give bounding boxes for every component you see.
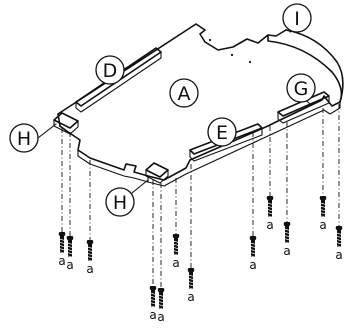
callout-i: I — [282, 3, 312, 33]
screw-label: a — [86, 262, 93, 276]
callout-g: G — [286, 73, 316, 103]
screw-shaft — [88, 244, 92, 261]
screw-head — [172, 234, 180, 238]
callout-e-label: E — [216, 122, 228, 144]
screw-head — [266, 196, 274, 200]
screw-label: a — [157, 310, 164, 324]
callout-h-front: H — [105, 187, 135, 217]
callout-a-label: A — [178, 83, 191, 105]
screw-head — [335, 226, 343, 230]
screw-head — [187, 268, 195, 272]
screw-head — [149, 286, 157, 290]
screw-label: a — [66, 258, 73, 272]
screw-a: a — [86, 240, 94, 276]
screw-shaft — [151, 290, 155, 307]
screw-a: a — [266, 196, 274, 232]
screw-shaft — [268, 200, 272, 217]
screw-a: a — [58, 232, 66, 268]
screw-shaft — [251, 240, 255, 257]
screw-a: a — [283, 222, 291, 258]
screw-label: a — [172, 256, 179, 270]
screw-a: a — [157, 288, 165, 324]
screw-a: a — [319, 196, 327, 232]
callout-a: A — [169, 78, 199, 108]
screw-label: a — [266, 218, 273, 232]
screw-shaft — [285, 226, 289, 243]
rail-d — [75, 47, 162, 113]
screw-label: a — [319, 218, 326, 232]
callout-e: E — [207, 117, 237, 147]
screw-head — [249, 236, 257, 240]
screw-shaft — [189, 272, 193, 289]
screw-shaft — [159, 292, 163, 309]
screw-head — [66, 236, 74, 240]
callout-leaders — [37, 25, 311, 194]
screw-head — [157, 288, 165, 292]
screw-a: a — [187, 268, 195, 304]
screw-head — [319, 196, 327, 200]
screw-a: a — [249, 236, 257, 272]
screw-head — [58, 232, 66, 236]
screw-label: a — [149, 308, 156, 322]
screw-a: a — [335, 226, 343, 262]
foot-block-h-front — [145, 162, 169, 184]
screw-head — [86, 240, 94, 244]
callout-d-label: D — [103, 60, 118, 82]
screw-label: a — [283, 244, 290, 258]
screw-shaft — [174, 238, 178, 255]
screw-label: a — [58, 254, 65, 268]
screw-shaft — [60, 236, 64, 253]
screw-label: a — [249, 258, 256, 272]
screw-a: a — [149, 286, 157, 322]
callout-i-label: I — [294, 8, 300, 30]
screw-a: a — [66, 236, 74, 272]
callout-h-front-label: H — [113, 192, 127, 214]
screw-label: a — [335, 248, 342, 262]
alignment-lines — [61, 104, 340, 288]
screw-shaft — [337, 230, 341, 247]
callout-d: D — [95, 55, 125, 85]
screw-shaft — [68, 240, 72, 257]
callout-g-label: G — [294, 78, 309, 100]
callout-h-left: H — [9, 123, 39, 153]
screw-label: a — [187, 290, 194, 304]
screw-a: a — [172, 234, 180, 270]
screw-head — [283, 222, 291, 226]
callout-h-left-label: H — [17, 128, 31, 150]
screw-shaft — [321, 200, 325, 217]
base-plate-a — [57, 23, 344, 187]
